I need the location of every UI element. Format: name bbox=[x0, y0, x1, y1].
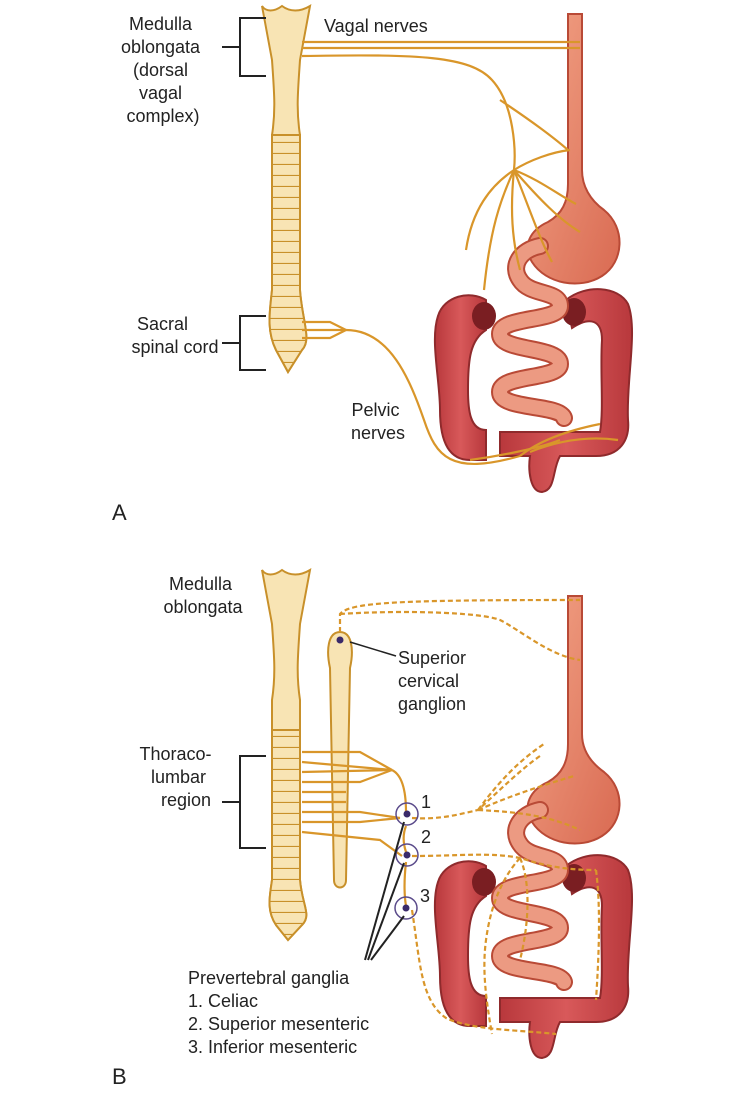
vagal-nerves-a bbox=[301, 40, 581, 291]
stomach-a bbox=[526, 13, 621, 285]
small-intestine-a bbox=[490, 237, 573, 427]
superior-cervical-pointer bbox=[349, 641, 397, 657]
colon-b bbox=[433, 854, 634, 1060]
panel-a: Medulla oblongata (dorsal vagal complex)… bbox=[112, 4, 634, 525]
pelvic-nerves-label: Pelvic nerves bbox=[351, 400, 405, 443]
superior-mesenteric-ganglion bbox=[395, 843, 419, 867]
spinal-cord-b bbox=[261, 568, 312, 942]
panel-b: Superior cervical ganglion Medulla oblon… bbox=[112, 568, 634, 1089]
sympathetic-chain bbox=[327, 630, 353, 889]
celiac-ganglion bbox=[395, 802, 419, 826]
medulla-bracket-a bbox=[222, 17, 266, 77]
inferior-mesenteric-ganglion bbox=[394, 896, 418, 920]
vagal-nerves-label: Vagal nerves bbox=[324, 16, 428, 36]
postganglionic-fibers bbox=[338, 598, 601, 1036]
panel-b-letter: B bbox=[112, 1064, 127, 1089]
prevertebral-label: Prevertebral ganglia 1. Celiac 2. Superi… bbox=[188, 968, 374, 1057]
superior-cervical-label: Superior cervical ganglion bbox=[398, 648, 471, 714]
stomach-b bbox=[526, 595, 621, 845]
prevertebral-pointers bbox=[364, 821, 405, 961]
superior-cervical-ganglion-dot bbox=[336, 636, 344, 644]
thoracolumbar-label: Thoraco- lumbar region bbox=[139, 744, 216, 810]
pelvic-nerves-a bbox=[302, 320, 619, 465]
small-intestine-b bbox=[490, 801, 573, 991]
panel-a-letter: A bbox=[112, 500, 127, 525]
colon-a bbox=[433, 288, 634, 494]
thoracolumbar-bracket bbox=[222, 755, 266, 849]
medulla-label-a: Medulla oblongata (dorsal vagal complex) bbox=[121, 14, 205, 126]
ganglion-number-2: 2 bbox=[421, 827, 431, 847]
medulla-label-b: Medulla oblongata bbox=[163, 574, 243, 617]
ganglion-number-1: 1 bbox=[421, 792, 431, 812]
sacral-label-a: Sacral spinal cord bbox=[131, 314, 218, 357]
spinal-cord-a bbox=[261, 4, 312, 374]
sacral-bracket-a bbox=[222, 315, 266, 371]
ganglion-number-3: 3 bbox=[420, 886, 430, 906]
preganglionic-fibers bbox=[301, 750, 408, 907]
